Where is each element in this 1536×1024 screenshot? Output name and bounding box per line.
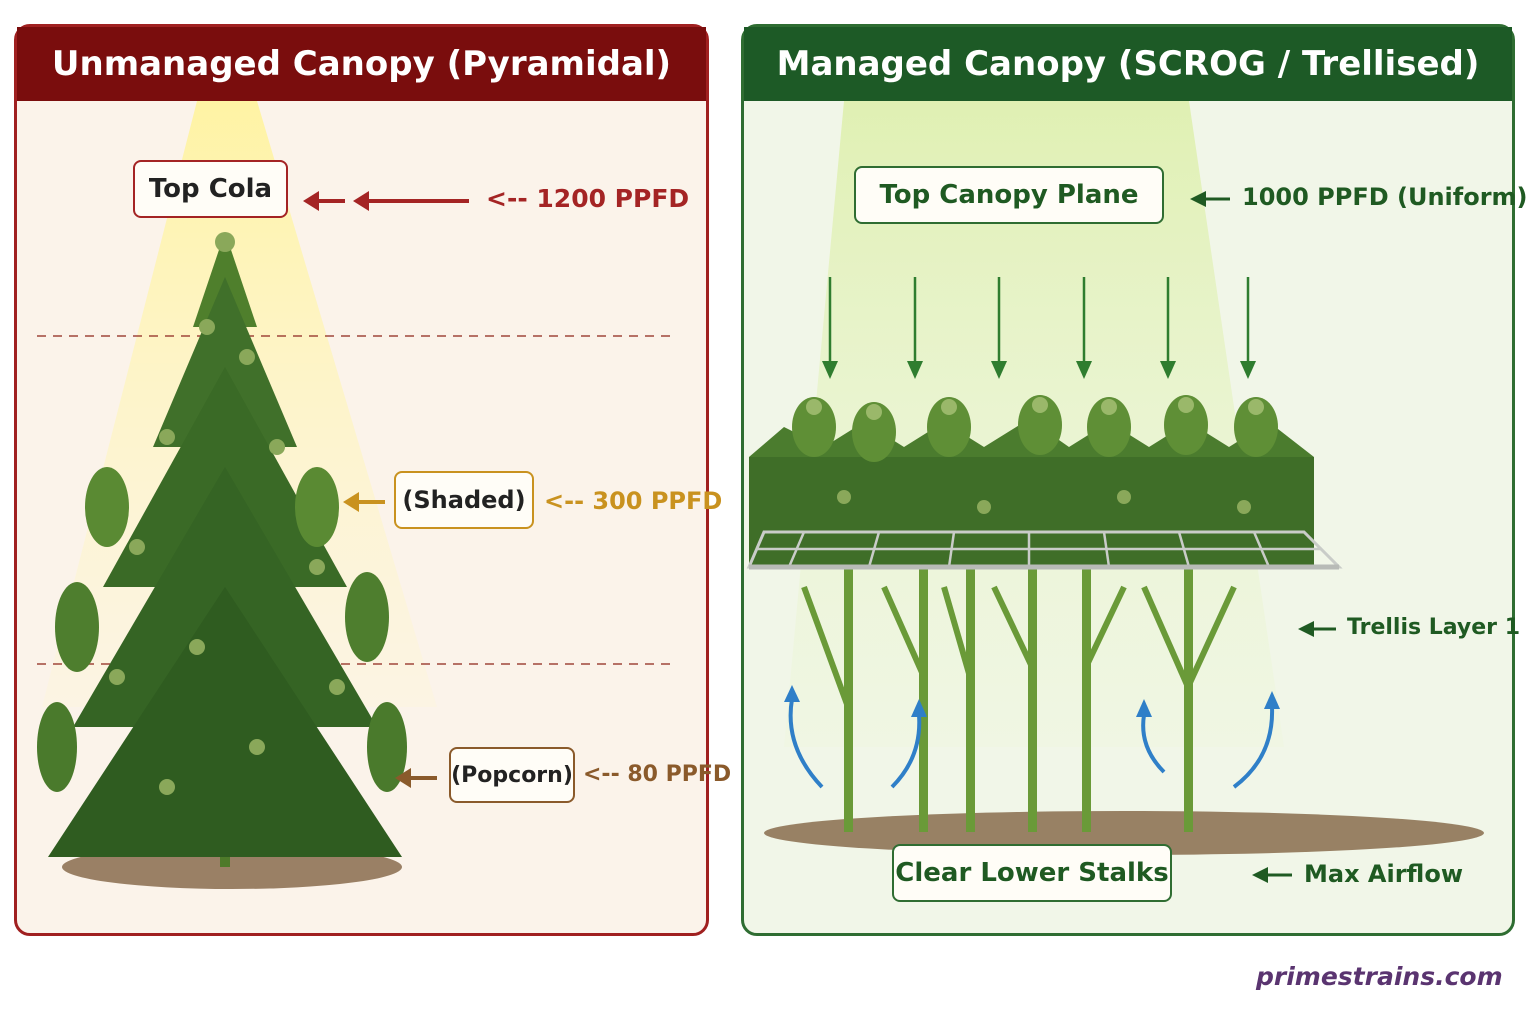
annotation-max-airflow: Max Airflow (1304, 860, 1463, 888)
unmanaged-canopy-panel: Unmanaged Canopy (Pyramidal) Top Cola <-… (14, 24, 731, 936)
arrow-top (303, 191, 469, 211)
trellis-net (746, 530, 1343, 570)
label-top-cola: Top Cola (133, 160, 288, 218)
light-arrows-down (822, 277, 1256, 379)
label-top-canopy-plane: Top Canopy Plane (854, 166, 1164, 224)
panel-title-unmanaged: Unmanaged Canopy (Pyramidal) (17, 27, 706, 101)
annotation-trellis-layer: Trellis Layer 1 (1347, 615, 1521, 640)
cannabis-stalks (801, 567, 1237, 832)
managed-canopy-illustration (746, 101, 1484, 883)
annotation-middle-ppfd: <-- 300 PPFD (544, 487, 723, 515)
label-clear-lower-stalks: Clear Lower Stalks (892, 844, 1172, 902)
pointer-arrows (1190, 191, 1336, 883)
label-shaded: (Shaded) (394, 471, 534, 529)
annotation-uniform-ppfd: 1000 PPFD (Uniform) (1242, 183, 1528, 211)
unmanaged-canopy-illustration (37, 101, 672, 889)
footer-brand: primestrains.com (1256, 962, 1503, 991)
annotation-bottom-ppfd: <-- 80 PPFD (583, 762, 732, 787)
panel-title-managed: Managed Canopy (SCROG / Trellised) (744, 27, 1512, 101)
cannabis-plant-pyramidal (37, 232, 407, 867)
managed-canopy-panel: Managed Canopy (SCROG / Trellised) Top C… (741, 24, 1528, 936)
arrow-middle (343, 492, 385, 512)
airflow-arrows (784, 685, 1280, 789)
annotation-top-ppfd: <-- 1200 PPFD (486, 184, 690, 213)
arrow-bottom (395, 768, 437, 788)
label-popcorn: (Popcorn) (449, 747, 575, 803)
